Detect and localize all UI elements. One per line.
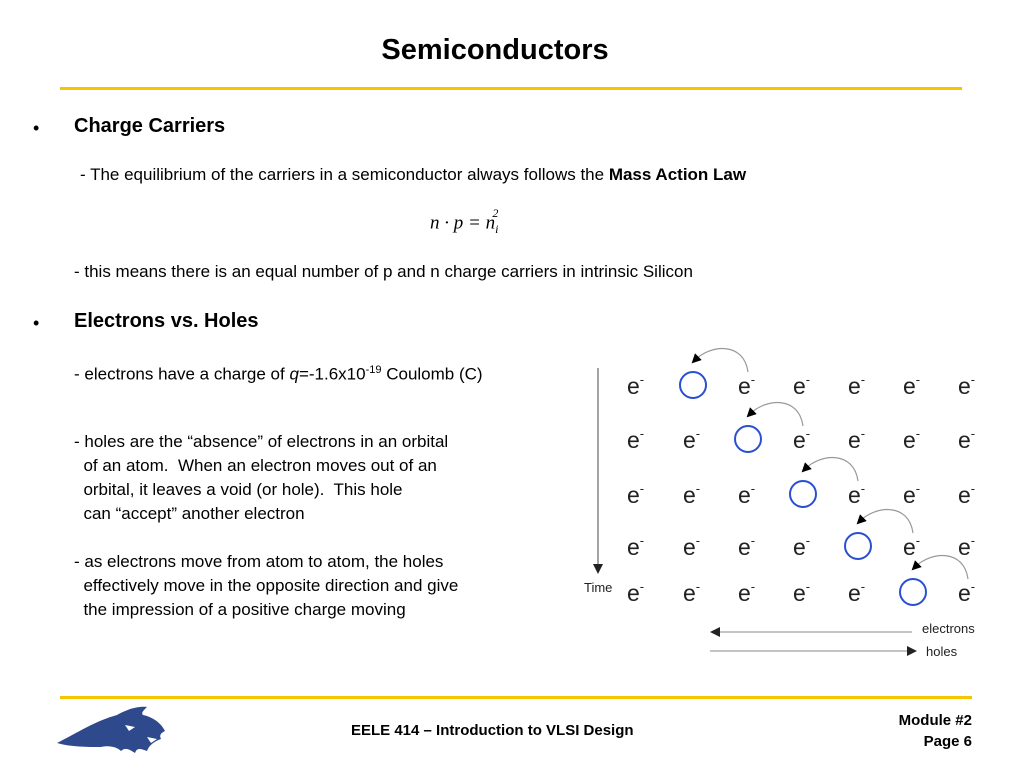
title-divider	[60, 87, 962, 90]
electron-symbol: e-	[627, 533, 644, 560]
hole-circle	[844, 532, 872, 560]
intrinsic-silicon-line: - this means there is an equal number of…	[74, 262, 693, 281]
mass-action-law-term: Mass Action Law	[608, 165, 747, 184]
electron-symbol: e-	[958, 533, 975, 560]
electron-symbol: e-	[683, 426, 700, 453]
hole-circle	[789, 480, 817, 508]
charge-exponent: -19	[365, 364, 382, 376]
mass-action-text: - The equilibrium of the carriers in a s…	[80, 165, 609, 184]
holes-line: - holes are the “absence” of electrons i…	[74, 432, 449, 451]
electron-symbol: e-	[903, 426, 920, 453]
electron-symbol: e-	[958, 579, 975, 606]
electron-symbol: e-	[627, 372, 644, 399]
electrons-arrow-head	[710, 627, 720, 637]
electron-symbol: e-	[793, 579, 810, 606]
electron-jump-arrow	[691, 348, 749, 373]
electron-symbol: e-	[738, 481, 755, 508]
charge-unit: Coulomb (C)	[381, 364, 483, 384]
bullet-heading-charge-carriers: Charge Carriers	[74, 115, 226, 137]
bullet-marker: •	[33, 313, 40, 333]
electron-symbol: e-	[738, 533, 755, 560]
course-title: EELE 414 – Introduction to VLSI Design	[351, 722, 634, 739]
hole-motion-diagram: Time e-e-e-e-e-e-e-e-e-e-e-e-e-e-e-e-e-e…	[584, 348, 975, 659]
electron-symbol: e-	[958, 481, 975, 508]
hole-motion-paragraph: - as electrons move from atom to atom, t…	[74, 526, 458, 622]
electron-symbol: e-	[683, 533, 700, 560]
holes-line: of an atom. When an electron moves out o…	[74, 456, 437, 475]
footer-divider	[60, 696, 972, 699]
electron-jump-arrow	[856, 509, 914, 534]
electron-symbol: e-	[627, 481, 644, 508]
cat-logo	[57, 706, 165, 753]
charge-value: =-1.6x10	[298, 364, 366, 384]
electron-symbol: e-	[903, 481, 920, 508]
electron-charge-line: - electrons have a charge of q=-1.6x10-1…	[74, 358, 483, 387]
electron-symbol: e-	[738, 372, 755, 399]
electron-jump-arrow	[801, 457, 859, 482]
electron-symbol: e-	[958, 426, 975, 453]
module-number: Module #2	[898, 712, 972, 729]
electron-symbol: e-	[793, 533, 810, 560]
electron-symbol: e-	[738, 579, 755, 606]
bullet-marker: •	[33, 118, 40, 138]
holes-line: orbital, it leaves a void (or hole). Thi…	[74, 480, 403, 499]
electron-jump-arrow	[911, 555, 969, 580]
motion-line: effectively move in the opposite directi…	[74, 576, 459, 595]
electrons-label: electrons	[922, 621, 975, 636]
electron-symbol: e-	[848, 481, 865, 508]
electron-hole-grid: e-e-e-e-e-e-e-e-e-e-e-e-e-e-e-e-e-e-e-e-…	[627, 371, 975, 606]
electron-symbol: e-	[903, 372, 920, 399]
time-arrow-head	[593, 564, 603, 574]
slide-title: Semiconductors	[381, 34, 609, 66]
equation-sub: i	[495, 222, 499, 237]
electron-jump-arrows	[691, 348, 969, 580]
electron-symbol: e-	[627, 579, 644, 606]
equation-sup: 2	[492, 206, 499, 220]
time-label: Time	[584, 580, 612, 595]
electron-symbol: e-	[683, 481, 700, 508]
electron-symbol: e-	[848, 579, 865, 606]
mass-action-line: - The equilibrium of the carriers in a s…	[80, 163, 746, 187]
hole-circle	[734, 425, 762, 453]
hole-circle	[899, 578, 927, 606]
charge-prefix: - electrons have a charge of	[74, 364, 290, 384]
motion-line: - as electrons move from atom to atom, t…	[74, 552, 444, 571]
charge-symbol: q	[289, 364, 299, 384]
electron-symbol: e-	[683, 579, 700, 606]
hole-circle	[679, 371, 707, 399]
motion-line: the impression of a positive charge movi…	[74, 600, 406, 619]
holes-paragraph: - holes are the “absence” of electrons i…	[74, 406, 448, 526]
electron-symbol: e-	[848, 372, 865, 399]
electron-symbol: e-	[903, 533, 920, 560]
electron-symbol: e-	[958, 372, 975, 399]
electron-symbol: e-	[793, 372, 810, 399]
bullet-heading-electrons-vs-holes: Electrons vs. Holes	[74, 310, 259, 332]
holes-line: can “accept” another electron	[74, 504, 305, 523]
equation-lhs: n · p = n	[430, 212, 496, 234]
holes-arrow-head	[907, 646, 917, 656]
electron-symbol: e-	[627, 426, 644, 453]
holes-label: holes	[926, 644, 958, 659]
mass-action-equation: n · p = ni 2	[430, 206, 504, 237]
slide-number-block: Module #2 Page 6	[860, 710, 972, 752]
electron-jump-arrow	[746, 402, 804, 427]
page-number: Page 6	[923, 733, 972, 750]
electron-symbol: e-	[848, 426, 865, 453]
electron-symbol: e-	[793, 426, 810, 453]
